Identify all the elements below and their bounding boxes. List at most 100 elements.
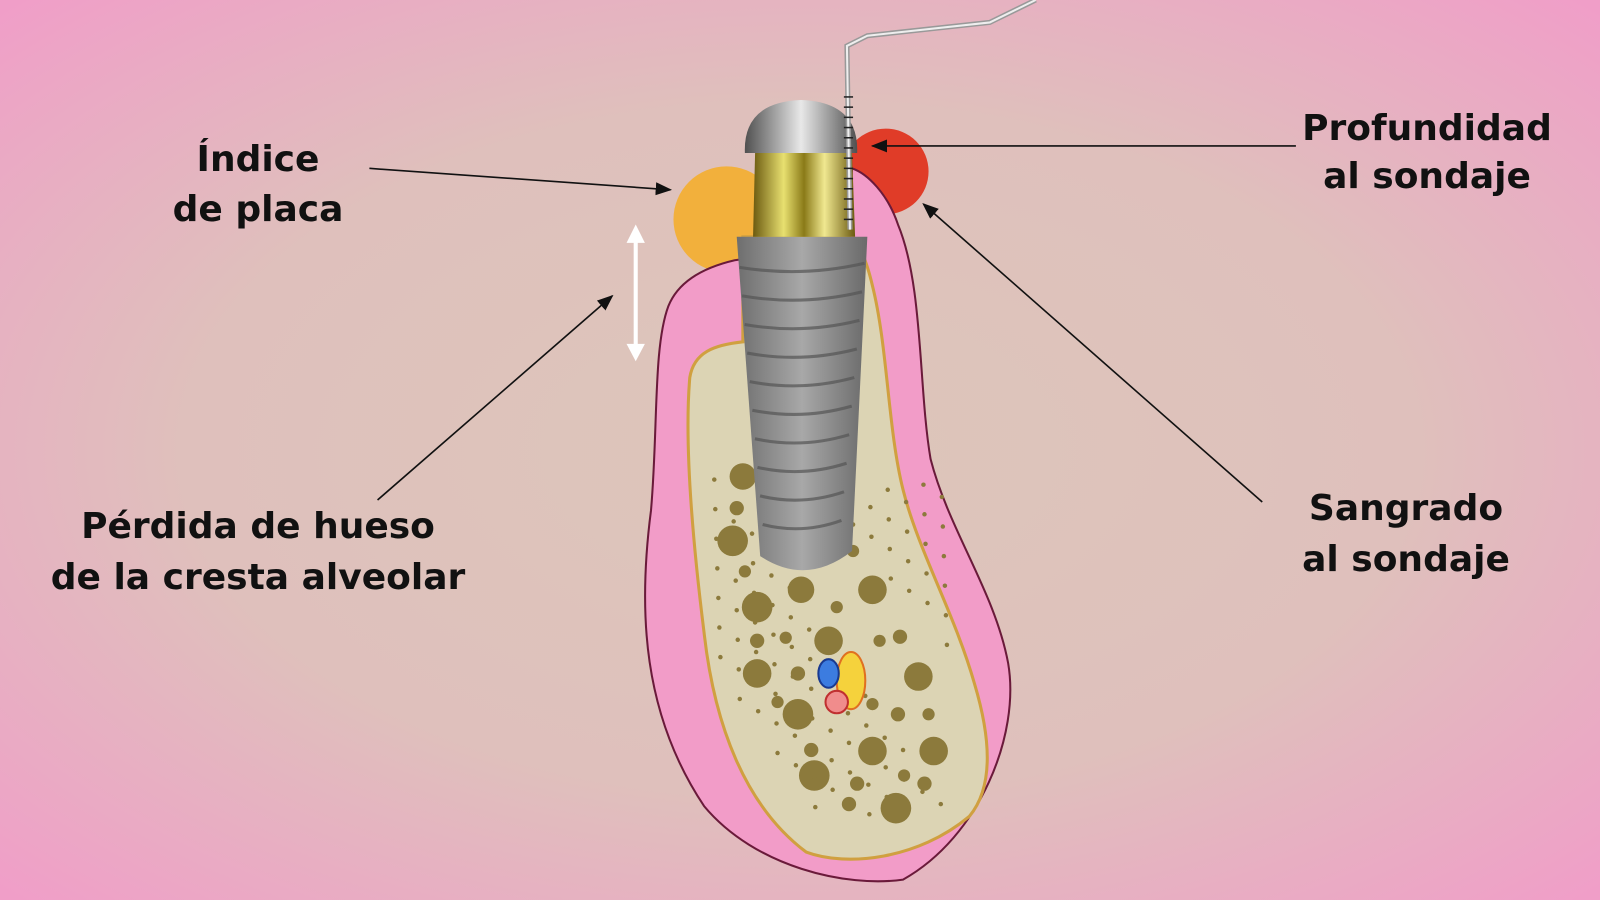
bone-dot <box>904 662 933 691</box>
probing-depth-label-2: al sondaje <box>1323 156 1531 197</box>
bone-dot-small <box>792 733 798 738</box>
bone-dot-small <box>735 637 740 643</box>
bone-dot-small <box>846 740 852 746</box>
bone-dot-small <box>925 600 930 606</box>
implant <box>736 99 868 571</box>
bone-dot-small <box>806 627 812 632</box>
bone-dot-small <box>751 590 757 596</box>
bone-dot <box>922 708 935 721</box>
bone-dot-small <box>923 541 928 547</box>
bone-loss-pointer <box>377 294 614 501</box>
blood-vessels <box>817 651 867 715</box>
bleeding-pointer <box>922 203 1263 503</box>
bone-dot-small <box>754 679 760 684</box>
bone-dot-small <box>813 804 818 810</box>
bone-dot-small <box>903 499 909 505</box>
bleeding-label-1: Sangrado <box>1309 488 1503 529</box>
bone-dot <box>830 601 843 614</box>
bone-dot-small <box>888 576 894 581</box>
bone-dot-small <box>811 745 816 751</box>
bone-dot <box>782 698 814 730</box>
implant-thread <box>744 318 860 331</box>
bone-dot-small <box>712 477 717 482</box>
bone-dot-small <box>882 735 887 740</box>
bone-dot-small <box>828 728 833 733</box>
bone-dot <box>897 769 911 782</box>
bone-dot <box>787 576 815 604</box>
bone-dot-small <box>885 487 890 493</box>
bone-dot-small <box>902 806 908 812</box>
bone-dot-small <box>749 531 755 536</box>
bone-loss-label-1: Pérdida de hueso <box>81 506 435 547</box>
bone-dot-small <box>733 578 738 583</box>
bone-dot-small <box>901 777 907 782</box>
bone-dot <box>742 659 772 688</box>
bone-dot-small <box>943 613 949 618</box>
bone-dot-small <box>825 639 830 645</box>
bleeding-label-2: al sondaje <box>1302 539 1510 580</box>
bone-dot-small <box>772 662 777 667</box>
bone-dot-small <box>713 506 718 512</box>
bone-dot-small <box>865 752 870 758</box>
bone-dot-small <box>716 595 721 601</box>
plaque-index-label-2: de placa <box>173 189 344 230</box>
bone-dot-small <box>940 524 946 529</box>
bone-dot-small <box>938 801 944 807</box>
periodontal-probe <box>843 0 1037 230</box>
bone-dot <box>741 591 773 623</box>
bone-dot-small <box>770 602 775 608</box>
bone-dot-small <box>775 750 780 756</box>
bone-dot <box>858 736 887 766</box>
plaque-index-label-1: Índice <box>197 138 320 180</box>
bone-dot-small <box>905 558 911 564</box>
bone-dot-small <box>774 721 779 726</box>
bone-dot-small <box>736 667 742 672</box>
bone-dot-small <box>731 519 736 524</box>
bone-dot-small <box>715 566 720 571</box>
implant-thread <box>754 433 850 445</box>
implant-thread <box>759 490 845 502</box>
bone-dot-small <box>790 674 796 679</box>
bone-dot-small <box>939 494 945 500</box>
bone-dot <box>804 742 819 758</box>
bone-dot <box>880 792 912 824</box>
bone-dot-small <box>737 696 743 702</box>
bone-dot <box>841 796 857 812</box>
bone-dot-small <box>887 546 893 552</box>
bone-dot-small <box>886 517 892 522</box>
implant-thread <box>746 347 858 359</box>
bone-dot-small <box>791 703 797 709</box>
bone-dot-small <box>755 708 761 714</box>
bone-dot-small <box>753 649 759 655</box>
bone-dot <box>873 634 886 647</box>
bone-dot <box>771 695 784 709</box>
bone-dot-small <box>906 588 912 594</box>
bone-dot-small <box>787 585 793 590</box>
bone-dot-small <box>830 787 835 793</box>
bone-dot-small <box>904 529 910 534</box>
implant-thread <box>741 290 863 302</box>
bone-dot-small <box>807 656 813 662</box>
bone-dot <box>779 631 792 644</box>
bone-dot-small <box>808 686 814 692</box>
implant-thread <box>749 376 855 388</box>
bone-dot <box>917 776 932 791</box>
bone-loss-arrow <box>626 224 645 362</box>
bone-dot-small <box>845 711 851 716</box>
bone-dot-small <box>809 716 815 721</box>
bone-dot-small <box>829 757 834 763</box>
bone-dot-small <box>921 482 926 487</box>
bone-dot <box>858 575 887 605</box>
bone-dot <box>890 707 906 722</box>
bone-dot-small <box>883 765 888 770</box>
bone-dot-small <box>884 794 889 800</box>
bone-dot <box>717 525 748 557</box>
bone-loss-label-2: de la cresta alveolar <box>51 557 466 598</box>
implant-thread <box>762 518 842 531</box>
bone-dot-small <box>867 812 872 817</box>
bone-dot-small <box>788 615 794 620</box>
bone-dot-small <box>717 625 722 630</box>
bone-dot <box>866 697 879 711</box>
bone-dot-small <box>769 573 774 578</box>
